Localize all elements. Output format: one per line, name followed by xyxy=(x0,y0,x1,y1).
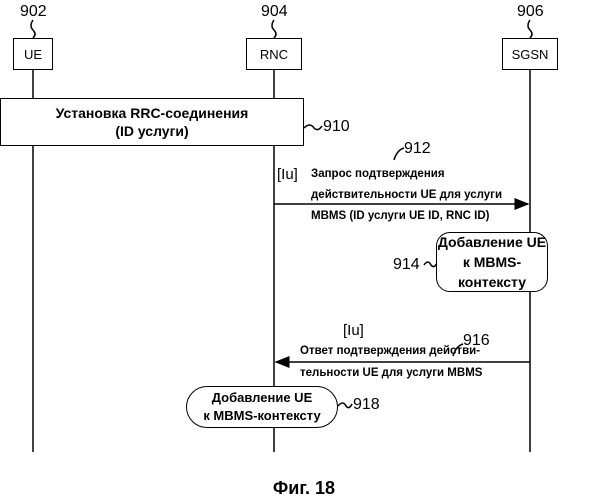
entity-ue: UE xyxy=(13,38,53,70)
leader-906 xyxy=(528,20,532,38)
msg-line: Ответ подтверждения действи- xyxy=(300,340,482,362)
leader-904 xyxy=(272,20,276,38)
leader-910 xyxy=(304,125,322,130)
entity-label: RNC xyxy=(260,47,288,62)
step-text: к MBMS-контексту xyxy=(203,407,320,425)
entity-rnc: RNC xyxy=(246,38,302,70)
step-916-validation-response: Ответ подтверждения действи- тельности U… xyxy=(300,340,482,384)
step-912-validation-request: Запрос подтверждения действительности UE… xyxy=(311,164,502,227)
msg-line: Запрос подтверждения xyxy=(311,164,502,185)
ref-906: 906 xyxy=(517,3,544,21)
step-918-add-ue-rnc: Добавление UE к MBMS-контексту xyxy=(186,386,338,428)
ref-910: 910 xyxy=(323,118,350,136)
step-text: Добавление UE xyxy=(212,389,313,407)
step-text: к MBMS-контексту xyxy=(437,252,547,292)
step-914-add-ue-sgsn: Добавление UE к MBMS-контексту xyxy=(436,232,548,292)
leader-902 xyxy=(31,20,35,38)
ref-918: 918 xyxy=(353,396,380,414)
entity-label: SGSN xyxy=(512,47,549,62)
step-text: Добавление UE xyxy=(438,232,546,252)
msg-line: тельности UE для услуги MBMS xyxy=(300,362,482,384)
entity-sgsn: SGSN xyxy=(502,38,558,70)
step-text: (ID услуги) xyxy=(115,122,188,140)
leader-912 xyxy=(394,148,404,160)
leader-918 xyxy=(338,403,352,408)
msg-line: MBMS (ID услуги UE ID, RNC ID) xyxy=(311,206,502,227)
step-910-rrc-setup: Установка RRC-соединения (ID услуги) xyxy=(0,98,304,146)
ref-912: 912 xyxy=(404,140,431,158)
ref-914: 914 xyxy=(393,256,420,274)
msg-line: действительности UE для услуги xyxy=(311,185,502,206)
step-text: Установка RRC-соединения xyxy=(56,104,249,122)
ref-904: 904 xyxy=(261,3,288,21)
entity-label: UE xyxy=(24,47,42,62)
ref-902: 902 xyxy=(20,3,47,21)
iface-916: [Iu] xyxy=(343,322,364,339)
iface-912: [Iu] xyxy=(277,166,298,183)
figure-caption: Фиг. 18 xyxy=(0,478,608,499)
